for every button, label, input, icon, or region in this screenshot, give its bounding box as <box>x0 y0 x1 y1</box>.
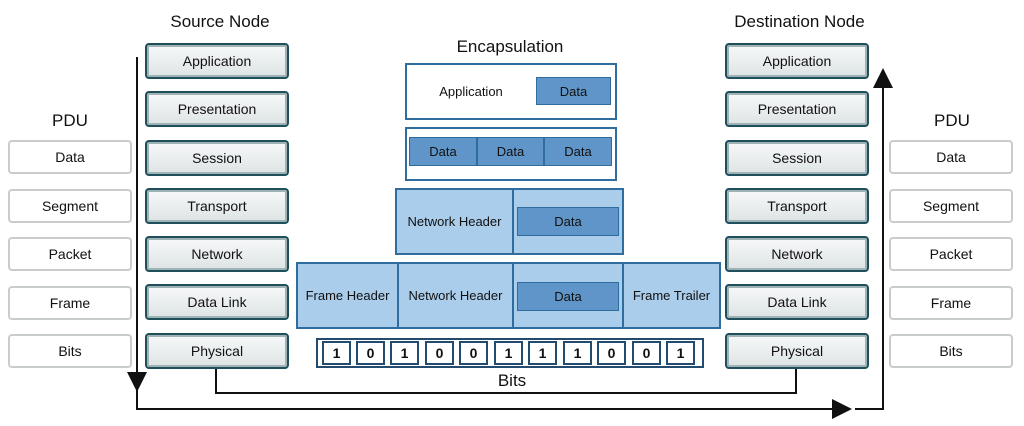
dest-layer-network: Network <box>725 236 869 272</box>
source-node-title: Source Node <box>170 12 270 31</box>
encap-frame-header: Frame Header <box>296 262 399 329</box>
source-layer-data-link: Data Link <box>145 284 289 320</box>
bit-2: 0 <box>356 341 385 365</box>
up-arrow <box>855 68 893 410</box>
bit-4: 0 <box>425 341 454 365</box>
encap-packet-network-header: Network Header <box>395 188 514 255</box>
bit-6: 1 <box>494 341 523 365</box>
pdu-title-right: PDU <box>934 111 970 130</box>
pdu-right-frame: Frame <box>889 286 1013 320</box>
encap-segment-data-1: Data <box>409 137 477 166</box>
bit-11: 1 <box>666 341 695 365</box>
dest-layer-transport: Transport <box>725 188 869 224</box>
bit-1: 1 <box>322 341 351 365</box>
bit-10: 0 <box>632 341 661 365</box>
source-layer-transport: Transport <box>145 188 289 224</box>
pdu-left-frame: Frame <box>8 286 132 320</box>
pdu-right-packet: Packet <box>889 237 1013 271</box>
bit-5: 0 <box>459 341 488 365</box>
encap-app-data: Data <box>536 77 611 105</box>
destination-node-title: Destination Node <box>734 12 865 31</box>
source-layer-application: Application <box>145 43 289 79</box>
encap-application-label: Application <box>439 84 503 99</box>
encap-segment-data-2: Data <box>477 137 544 166</box>
pdu-title-left: PDU <box>52 111 88 130</box>
bits-label: Bits <box>497 371 527 390</box>
bit-8: 1 <box>563 341 592 365</box>
pdu-left-packet: Packet <box>8 237 132 271</box>
dest-layer-application: Application <box>725 43 869 79</box>
bit-7: 1 <box>528 341 557 365</box>
dest-layer-physical: Physical <box>725 333 869 369</box>
source-layer-network: Network <box>145 236 289 272</box>
encap-frame-network-header: Network Header <box>397 262 514 329</box>
dest-layer-presentation: Presentation <box>725 91 869 127</box>
bottom-arrow <box>136 388 852 419</box>
pdu-left-segment: Segment <box>8 189 132 223</box>
bits-strip-border <box>316 338 704 368</box>
encap-segment-data-3: Data <box>544 137 612 166</box>
pdu-left-data: Data <box>8 140 132 174</box>
bits-connector <box>215 368 797 394</box>
encap-frame-data: Data <box>517 282 619 311</box>
encapsulation-title: Encapsulation <box>456 37 564 56</box>
source-layer-session: Session <box>145 140 289 176</box>
dest-layer-session: Session <box>725 140 869 176</box>
encap-packet-data: Data <box>517 207 619 236</box>
source-layer-presentation: Presentation <box>145 91 289 127</box>
pdu-right-segment: Segment <box>889 189 1013 223</box>
bit-3: 1 <box>390 341 419 365</box>
encap-frame-trailer: Frame Trailer <box>622 262 721 329</box>
source-layer-physical: Physical <box>145 333 289 369</box>
dest-layer-data-link: Data Link <box>725 284 869 320</box>
pdu-right-bits: Bits <box>889 334 1013 368</box>
pdu-left-bits: Bits <box>8 334 132 368</box>
bit-9: 0 <box>597 341 626 365</box>
pdu-right-data: Data <box>889 140 1013 174</box>
